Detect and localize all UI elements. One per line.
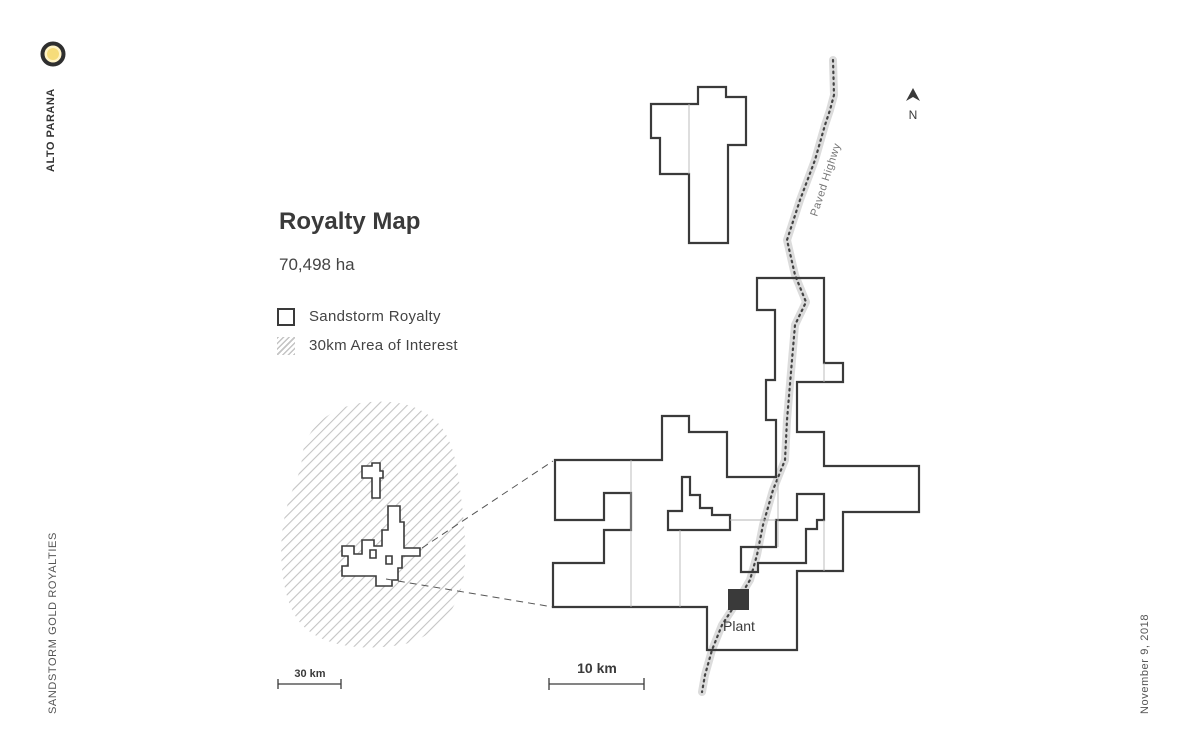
claim-division-lines — [630, 104, 825, 607]
legend-item-area-of-interest: 30km Area of Interest — [277, 331, 458, 360]
scale-bar-large — [548, 678, 645, 690]
north-label: N — [909, 108, 918, 122]
legend-outline-swatch — [277, 307, 295, 326]
legend-label: 30km Area of Interest — [309, 337, 458, 354]
area-value: 70,498 ha — [279, 255, 355, 274]
north-arrow-icon — [906, 88, 920, 101]
scale-bar-small — [277, 679, 342, 689]
plant-label: Plant — [723, 618, 755, 634]
highway-casing — [698, 56, 838, 696]
highway-centerline — [700, 58, 836, 694]
area-of-interest-hatch — [281, 401, 466, 648]
royalty-claim-outline — [551, 85, 921, 652]
plant-marker — [728, 589, 749, 610]
legend-label: Sandstorm Royalty — [309, 308, 441, 325]
map-title: Royalty Map — [279, 208, 421, 235]
zoom-connector-line — [421, 460, 554, 549]
scale-label-large: 10 km — [577, 660, 617, 676]
zoom-connector-line — [385, 578, 554, 608]
legend: Sandstorm Royalty 30km Area of Interest — [277, 302, 458, 360]
ring-logo-icon — [40, 41, 66, 67]
legend-item-royalty: Sandstorm Royalty — [277, 302, 458, 331]
scale-label-small: 30 km — [294, 668, 325, 680]
legend-hatch-swatch — [277, 336, 295, 355]
overview-royalty-outline — [341, 462, 421, 587]
